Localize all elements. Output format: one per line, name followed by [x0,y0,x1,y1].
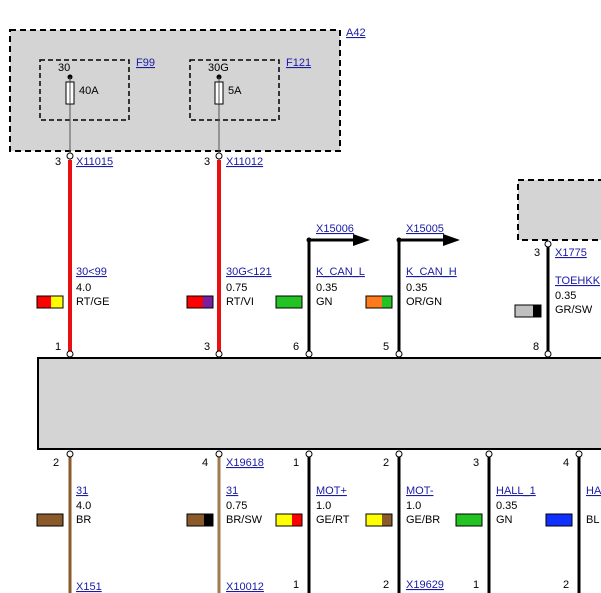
code-toehkk: GR/SW [555,304,593,316]
signal-mot-plus[interactable]: MOT+ [316,485,347,497]
gauge-hall-1: 0.35 [496,500,517,512]
code-gn-b: GN [496,514,513,526]
bottom-top-pin-3: 3 [473,457,479,469]
bottom-pin-6: 6 [293,341,299,353]
signal-k-can-h[interactable]: K_CAN_H [406,266,457,278]
pin-hall-1-end: 1 [473,579,479,591]
fuse-f99-box [39,59,130,121]
code-br: BR [76,514,91,526]
signal-31-b[interactable]: 31 [226,485,238,497]
signal-mot-minus[interactable]: MOT- [406,485,434,497]
signal-31[interactable]: 31 [76,485,88,497]
color-swatch-ge-br-a [366,514,382,526]
color-swatch-ge-br-b [382,514,392,526]
gauge-31: 4.0 [76,500,91,512]
code-ge-br: GE/BR [406,514,440,526]
bottom-pin-8: 8 [533,341,539,353]
color-swatch-gr-sw-b [533,305,541,317]
fuse-f121-box [189,59,280,121]
code-ge-rt: GE/RT [316,514,350,526]
connector-x19618[interactable]: X19618 [226,457,264,469]
color-swatch-br [36,513,64,527]
signal-k-can-l[interactable]: K_CAN_L [316,266,365,278]
color-swatch-rt-vi-a [187,296,203,308]
color-swatch-gn-b [455,513,483,527]
code-bl: BL [586,514,599,526]
fuse-f99-rating: 40A [79,85,99,97]
code-k-can-l: GN [316,296,333,308]
arrow-right-icon [353,234,370,246]
signal-hall-1[interactable]: HALL_1 [496,485,536,497]
color-swatch-gn [275,295,303,309]
top-pin-toehkk: 3 [534,247,540,259]
bottom-top-pin-4b: 4 [563,457,569,469]
arrow-right-icon [443,234,460,246]
gauge-mot-minus: 1.0 [406,500,421,512]
bottom-top-pin-2: 2 [53,457,59,469]
fuse-f99-label[interactable]: F99 [136,57,155,69]
bottom-pin-5: 5 [383,341,389,353]
top-pin-2: 3 [204,156,210,168]
top-pin-1: 3 [55,156,61,168]
connector-x11015[interactable]: X11015 [76,156,113,168]
bottom-top-pin-4: 4 [202,457,208,469]
module-right-box [517,179,601,241]
signal-hall-2[interactable]: HA [586,485,601,497]
connector-x15005[interactable]: X15005 [406,223,444,235]
connector-x151[interactable]: X151 [76,581,102,593]
code-30g-121: RT/VI [226,296,254,308]
gauge-k-can-l: 0.35 [316,282,337,294]
connector-x15006[interactable]: X15006 [316,223,354,235]
gauge-mot-plus: 1.0 [316,500,331,512]
gauge-k-can-h: 0.35 [406,282,427,294]
pin-hall-2-end: 2 [563,579,569,591]
color-swatch-or-gn-a [366,296,382,308]
signal-30-99[interactable]: 30<99 [76,266,107,278]
color-swatch-or-gn-b [382,296,392,308]
control-unit-box [37,357,601,450]
connector-x10012[interactable]: X10012 [226,581,264,593]
color-swatch-ge-rt-b [292,514,302,526]
pin-mot-plus-end: 1 [293,579,299,591]
bottom-pin-3: 3 [204,341,210,353]
code-br-sw: BR/SW [226,514,263,526]
color-swatch-rt-vi-b [203,296,213,308]
color-swatch-rt-ge-b [51,296,63,308]
connector-x1775[interactable]: X1775 [555,247,587,259]
color-swatch-br-sw-b [204,514,213,526]
color-swatch-rt-ge-a [37,296,51,308]
module-a42-label[interactable]: A42 [346,27,366,39]
signal-toehkk[interactable]: TOEHKK [555,275,601,287]
bottom-top-pin-1: 1 [293,457,299,469]
color-swatch-gr-sw-a [515,305,533,317]
gauge-30g-121: 0.75 [226,282,247,294]
gauge-30-99: 4.0 [76,282,91,294]
color-swatch-ge-rt-a [276,514,292,526]
code-k-can-h: OR/GN [406,296,442,308]
pin-mot-minus-end: 2 [383,579,389,591]
fuse-f121-rating: 5A [228,85,242,97]
bottom-top-pin-2b: 2 [383,457,389,469]
gauge-toehkk: 0.35 [555,290,576,302]
gauge-31-b: 0.75 [226,500,247,512]
color-swatch-bl [545,513,573,527]
fuse-f121-label[interactable]: F121 [286,57,311,69]
fuse-f121-terminal: 30G [208,62,229,74]
connector-x11012[interactable]: X11012 [226,156,263,168]
fuse-f99-terminal: 30 [58,62,70,74]
signal-30g-121[interactable]: 30G<121 [226,266,272,278]
color-swatch-br-sw-a [187,514,204,526]
code-30-99: RT/GE [76,296,109,308]
connector-x19629[interactable]: X19629 [406,579,444,591]
bottom-pin-1: 1 [55,341,61,353]
module-a42-box [9,29,341,152]
